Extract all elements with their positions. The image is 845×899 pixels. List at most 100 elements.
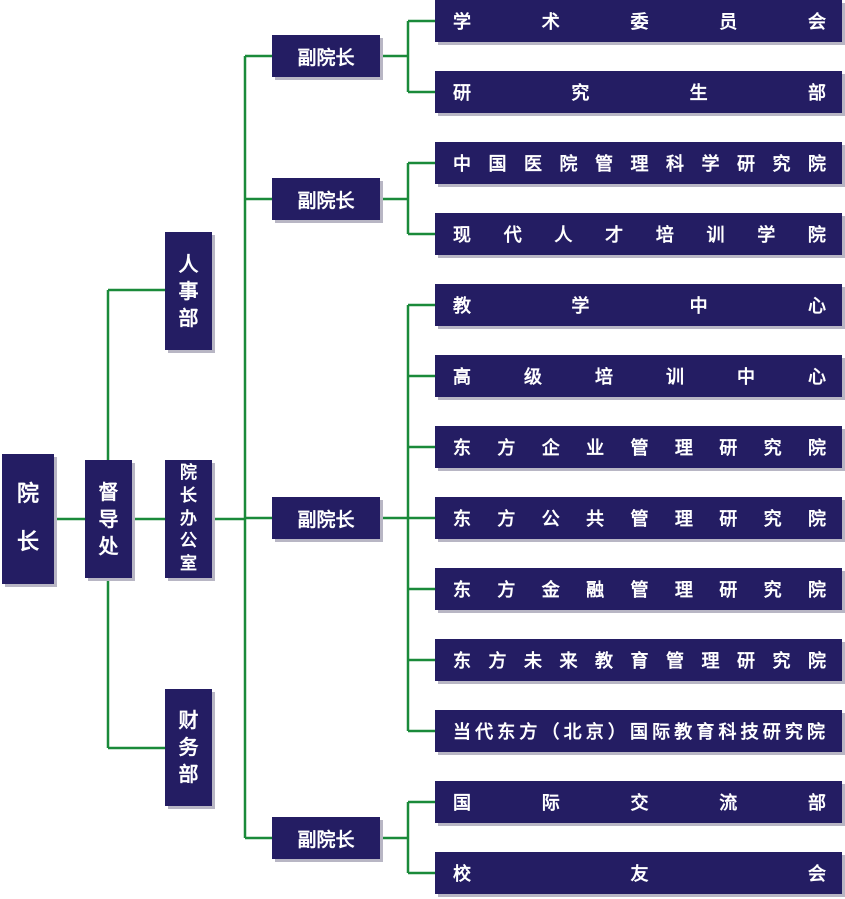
unit-label-char: 会	[808, 12, 826, 33]
unit-label-char: 部	[807, 83, 826, 104]
unit-label-char: 东	[497, 722, 517, 743]
unit-label-char: 院	[808, 154, 826, 175]
unit-label-char: 友	[630, 864, 649, 885]
unit-label-char: 共	[586, 509, 605, 530]
unit-label-char: 教	[595, 651, 613, 672]
unit-label-char: 理	[674, 509, 693, 530]
unit-label-char: 院	[808, 651, 826, 672]
unit-label-char: 代	[503, 225, 522, 246]
unit-label-char: 方	[497, 438, 516, 459]
unit-label-char: 学	[571, 296, 590, 317]
unit-label-char: ）	[607, 722, 627, 743]
unit-label-char: 研	[453, 83, 471, 104]
unit-label-char: 方	[497, 509, 516, 530]
unit-label-char: 研	[762, 722, 782, 743]
unit-label-char: 会	[808, 864, 826, 885]
supervision-label-char: 处	[98, 533, 119, 558]
unit-label-char: 理	[674, 580, 693, 601]
unit-label-char: 医	[524, 154, 542, 175]
unit-box: 现代人才培训学院	[435, 213, 842, 255]
unit-label-char: 教	[674, 722, 694, 743]
unit-label-char: 校	[453, 864, 471, 885]
unit-box: 东方企业管理研究院	[435, 426, 842, 468]
unit-label-char: 管	[630, 438, 649, 459]
unit-label-char: 技	[740, 722, 760, 743]
unit-label-char: 术	[541, 12, 560, 33]
unit-label-char: 研	[737, 651, 755, 672]
unit-box: 东方金融管理研究院	[435, 568, 842, 610]
vice-president-box: 副院长	[272, 817, 380, 859]
unit-label-char: 培	[655, 225, 674, 246]
president-office-box: 院长办公室	[165, 460, 212, 578]
unit-label-char: 现	[453, 225, 471, 246]
unit-label-char: 究	[772, 651, 791, 672]
unit-label-char: 方	[488, 651, 507, 672]
president-box: 院长	[2, 454, 54, 584]
unit-label-char: 究	[763, 509, 782, 530]
unit-label-char: 际	[541, 793, 560, 814]
unit-label-char: 流	[719, 793, 738, 814]
unit-label-char: 教	[453, 296, 471, 317]
unit-label-char: 中	[689, 296, 708, 317]
unit-label-char: 究	[763, 580, 782, 601]
unit-label-char: 究	[784, 722, 804, 743]
unit-label-char: 委	[630, 12, 649, 33]
unit-label-char: 管	[595, 154, 613, 175]
office-label-char: 院	[180, 462, 197, 483]
unit-label-char: 学	[701, 154, 720, 175]
vice-president-box: 副院长	[272, 497, 380, 539]
unit-label-char: 中	[453, 154, 471, 175]
office-label-char: 公	[180, 531, 197, 552]
unit-label-char: 心	[807, 296, 826, 317]
unit-label-char: 业	[586, 438, 605, 459]
unit-box: 学术委员会	[435, 0, 842, 42]
unit-box: 研究生部	[435, 71, 842, 113]
hr-label-char: 事	[178, 278, 199, 303]
vice-president-box: 副院长	[272, 178, 380, 220]
unit-label-char: 院	[808, 438, 826, 459]
unit-label-char: 东	[453, 580, 471, 601]
unit-label-char: 国	[630, 722, 649, 743]
unit-label-char: 育	[630, 651, 649, 672]
supervision-office-box: 督导处	[85, 460, 132, 578]
hr-label-char: 人	[178, 251, 199, 276]
unit-label-char: 中	[737, 367, 755, 388]
unit-label-char: 研	[719, 580, 738, 601]
hr-label-char: 部	[178, 305, 199, 330]
unit-label-char: 方	[519, 722, 539, 743]
unit-label-char: 管	[630, 509, 649, 530]
unit-label-char: 培	[595, 367, 613, 388]
unit-label-char: 级	[524, 367, 542, 388]
unit-label-char: 部	[808, 793, 826, 814]
unit-label-char: 金	[541, 580, 560, 601]
unit-label-char: 学	[453, 12, 471, 33]
president-label-char: 院	[16, 482, 39, 508]
unit-label-char: 京	[585, 722, 605, 743]
unit-label-char: 交	[630, 793, 649, 814]
unit-label-char: 代	[475, 722, 495, 743]
unit-label-char: 训	[706, 225, 725, 246]
unit-label-char: 研	[719, 438, 738, 459]
unit-label-char: 理	[674, 438, 693, 459]
supervision-label-char: 督	[98, 479, 119, 504]
unit-box: 东方公共管理研究院	[435, 497, 842, 539]
unit-label-char: 训	[666, 367, 684, 388]
unit-label-char: 才	[605, 225, 624, 246]
finance-label-char: 部	[178, 762, 199, 786]
unit-label-char: 未	[524, 651, 542, 672]
unit-label-char: 理	[701, 651, 720, 672]
unit-label-char: （	[541, 722, 561, 743]
unit-label-char: 育	[696, 722, 716, 743]
unit-label-char: 究	[571, 83, 590, 104]
president-label-char: 长	[16, 530, 39, 555]
finance-label-char: 务	[178, 735, 199, 759]
unit-label-char: 员	[719, 12, 738, 33]
finance-label-char: 财	[178, 708, 199, 732]
vice-president-box: 副院长	[272, 35, 380, 77]
unit-label-char: 理	[630, 154, 649, 175]
unit-label-char: 院	[807, 225, 826, 246]
unit-label-char: 当	[453, 722, 472, 743]
unit-label-char: 究	[763, 438, 782, 459]
supervision-label-char: 导	[98, 506, 119, 531]
unit-label-char: 学	[757, 225, 776, 246]
